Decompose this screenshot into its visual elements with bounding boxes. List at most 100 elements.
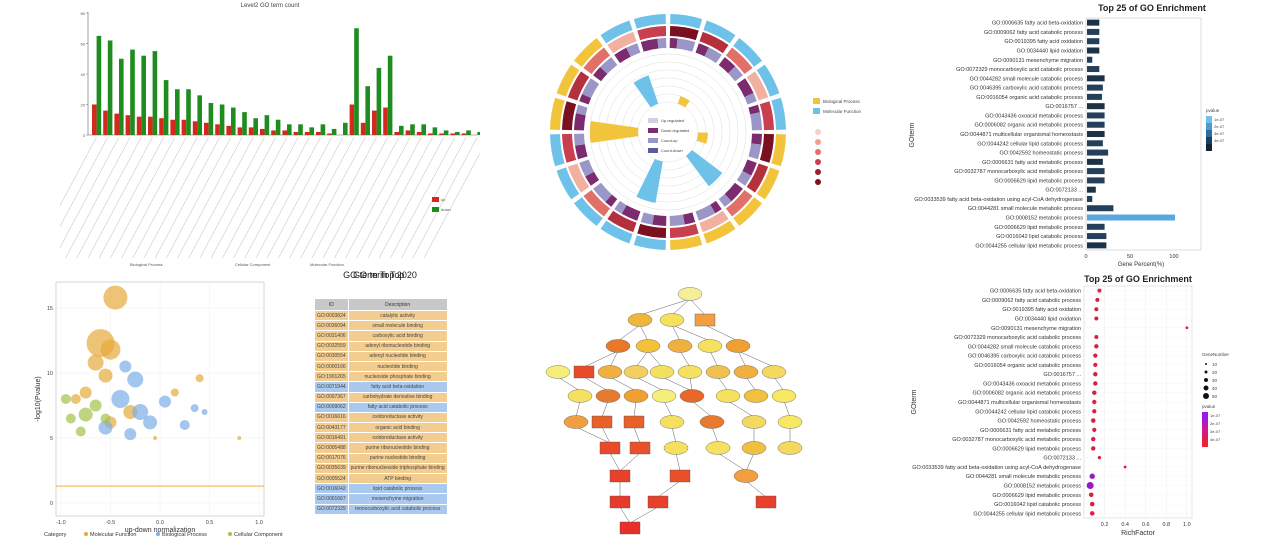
enrichment-dot: [1088, 492, 1094, 498]
bar-down: [455, 131, 460, 135]
bar-up: [237, 127, 243, 135]
dag-node-ellipse: [699, 415, 725, 429]
top25-dot-title: Top 25 of GO Enrichment: [1084, 274, 1192, 284]
count-ring-segment: [607, 31, 637, 54]
up-ring-segment: [640, 38, 659, 52]
enrichment-dot: [1095, 297, 1100, 302]
category-leader: [110, 136, 176, 259]
group-label-mf: Molecular Function: [310, 262, 344, 267]
gene-percent-bar: [1087, 195, 1093, 202]
up-ring-segment: [748, 104, 760, 115]
dag-edge: [745, 480, 767, 498]
legend-category-item: Molecular Function: [90, 532, 136, 538]
legend-p-label: 4e-07: [1210, 437, 1221, 442]
dag-edge: [663, 400, 673, 418]
go-description-cell: adenyl ribonucleotide binding: [347, 340, 448, 352]
legend-count-dot: [1204, 378, 1208, 382]
up-ring-segment: [621, 205, 641, 221]
bar-up: [271, 130, 276, 135]
legend-count-label: 50: [1212, 394, 1218, 399]
gene-percent-bar: [1087, 158, 1103, 165]
dag-edge: [633, 400, 637, 418]
count-ring-segment: [669, 26, 699, 41]
x-tick-label: 1.0: [255, 520, 263, 526]
gene-percent-bar: [1087, 223, 1105, 230]
go-bubble: [87, 354, 104, 371]
dag-node-ellipse: [667, 339, 693, 353]
dag-edge: [671, 426, 677, 444]
dag-edge: [635, 376, 665, 392]
enrichment-spike: [590, 121, 639, 143]
legend-mf-label: Molecular Function: [823, 109, 862, 114]
table-header-row: ID Description: [314, 298, 448, 311]
bar-up: [416, 131, 422, 135]
go-id-cell: GO:0036094: [314, 320, 349, 332]
enrichment-spike: [696, 132, 708, 144]
dag-node-ellipse: [697, 339, 723, 353]
dag-edge: [629, 506, 659, 524]
category-leader: [87, 136, 153, 259]
up-ring-segment: [574, 113, 586, 131]
dag-edge: [671, 324, 711, 342]
enrichment-dot: [1091, 446, 1096, 451]
legend-category-label: Category: [44, 532, 67, 538]
go-bubble: [103, 285, 128, 310]
dag-edge: [737, 350, 747, 368]
go-description-cell: mesenchyme migration: [347, 493, 448, 505]
up-ring-segment: [695, 43, 709, 57]
legend-gradient-cell: [1206, 137, 1212, 144]
category-leader: [412, 136, 478, 259]
category-leader: [255, 136, 321, 259]
bar-down: [320, 124, 326, 135]
dag-edge: [609, 350, 619, 368]
dag-node-box: [669, 469, 691, 483]
category-leader: [99, 136, 164, 259]
category-leader: [76, 136, 142, 259]
dag-node-box: [694, 313, 716, 327]
go-bubble: [70, 394, 81, 404]
legend-ud-swatch: [648, 128, 658, 133]
category-leader: [155, 136, 220, 259]
category-leader: [334, 136, 400, 259]
go-id-cell: GO:0097367: [314, 391, 349, 403]
bar-up: [148, 116, 153, 135]
go-dag-network: [545, 287, 803, 535]
go-id-cell: GO:0043177: [314, 422, 349, 434]
legend-ud-label: Down-regulated: [661, 128, 689, 133]
dag-node-box: [755, 495, 777, 509]
go-term-label: GO:0032787 monocarboxylic acid metabolic…: [954, 169, 1083, 175]
go-term-label: GO:0044282 small molecule catabolic proc…: [970, 76, 1084, 82]
bar-down: [331, 128, 337, 135]
dag-edge: [609, 376, 637, 392]
y-tick-label: 10: [47, 371, 53, 377]
group-label-cc: Cellular Component: [235, 262, 271, 267]
go-term-label: GO:0044282 small molecule catabolic proc…: [968, 344, 1082, 350]
count-ring-segment: [699, 31, 729, 54]
bar-down: [197, 95, 202, 135]
dag-node-ellipse: [777, 441, 803, 455]
dag-edge: [745, 452, 755, 472]
category-leader: [244, 136, 310, 259]
bar-down: [163, 80, 169, 135]
go-term-label: GO:0033539 fatty acid beta-oxidation usi…: [914, 197, 1083, 203]
bar-up: [204, 122, 209, 135]
legend-count-title: GeneNumber: [1202, 352, 1230, 357]
legend-ud-swatch: [648, 118, 658, 123]
dag-edge: [635, 350, 649, 368]
legend-ud-label: Up-regulated: [661, 118, 684, 123]
category-ring-segment: [703, 220, 736, 244]
go-bubble: [190, 404, 199, 413]
dag-node-ellipse: [545, 365, 571, 379]
count-ring-segment: [637, 26, 667, 41]
go-term-label: GO:0044281 small molecule metabolic proc…: [968, 206, 1084, 212]
dag-edge: [773, 376, 785, 392]
go-id-cell: GO:0003824: [314, 309, 349, 322]
dag-node-ellipse: [605, 339, 631, 353]
dag-node-ellipse: [715, 389, 741, 403]
category-leader: [166, 136, 232, 259]
go-bubble: [65, 413, 76, 424]
